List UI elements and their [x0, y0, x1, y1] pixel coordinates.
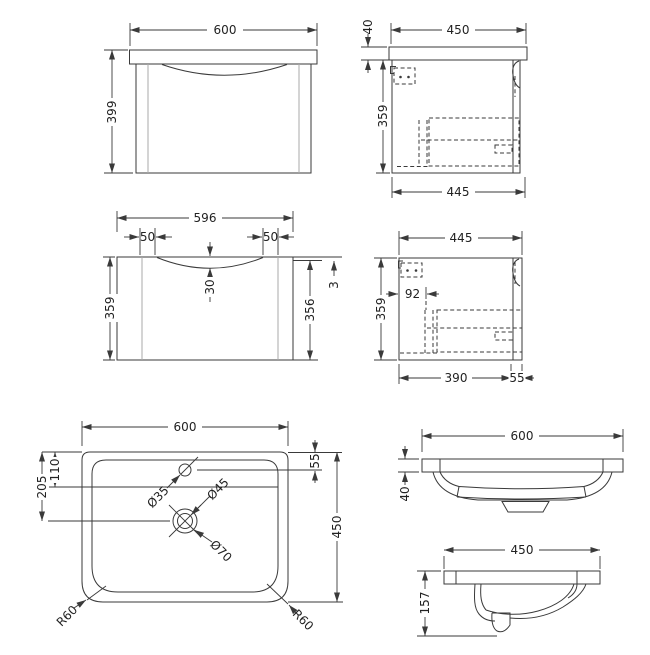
- basin-front-bowl: [432, 471, 613, 501]
- cabinet-side-body: [391, 59, 521, 174]
- dim-vanity-front-width: 600: [214, 23, 237, 37]
- dim-depth-front: 55: [509, 371, 524, 385]
- dim-basin-depth: 450: [330, 516, 344, 539]
- view-cabinet-front: 596 50 50 30 3 356 359: [102, 211, 342, 361]
- dim-height-back: 359: [103, 297, 117, 320]
- drawer-box-hidden: [428, 117, 520, 167]
- dim-left-margin: 50: [140, 230, 155, 244]
- dim-cabinet-side-height: 359: [376, 105, 390, 128]
- drawer-box-hidden: [436, 309, 523, 353]
- drawer-handle-profile: [512, 258, 521, 287]
- dim-tap-ledge: 110: [48, 459, 62, 482]
- dim-edge-height: 40: [398, 486, 412, 501]
- cabinet-side-panel: [398, 257, 523, 361]
- dim-basin-side-height: 157: [418, 592, 432, 615]
- cabinet-front-panel: [116, 256, 294, 361]
- dim-cabinet-side-height: 359: [374, 298, 388, 321]
- dim-waste-top-dia: Ø45: [204, 475, 231, 502]
- dim-basin-side-depth: 450: [511, 543, 534, 557]
- dim-tap-from-back: 55: [308, 453, 322, 468]
- basin-rim-outline: [81, 451, 289, 603]
- dim-cabinet-side-depth: 445: [450, 231, 473, 245]
- dim-cabinet-front-width: 596: [194, 211, 217, 225]
- worktop-front: [129, 49, 318, 65]
- bow-front-curve: [156, 257, 264, 269]
- wall-bracket-hook: [398, 260, 403, 269]
- basin-bowl-outline: [91, 459, 279, 593]
- wall-bracket-hook: [390, 66, 396, 74]
- wall-bracket-hidden: [393, 67, 416, 85]
- cabinet-front-body: [135, 63, 312, 174]
- dim-worktop-thickness: 40: [361, 19, 375, 34]
- view-basin-plan: 600 Ø35 Ø45 Ø70 R60 R60 110 205 55: [35, 420, 345, 633]
- tap-hole: [178, 463, 192, 477]
- dim-waste-centre: 205: [35, 476, 49, 499]
- dim-depth-back: 390: [445, 371, 468, 385]
- drawer-runner-hidden: [418, 120, 428, 167]
- dim-worktop-depth: 450: [447, 23, 470, 37]
- view-vanity-front: 600 399: [104, 22, 318, 174]
- waste-boss-front: [501, 501, 550, 513]
- dim-height-front: 356: [303, 299, 317, 322]
- dim-top-edge: 3: [327, 281, 341, 289]
- basin-side-underside: [509, 583, 587, 619]
- view-basin-front: 600 40: [398, 429, 624, 513]
- dim-vanity-front-height: 399: [105, 101, 119, 124]
- dim-bow-depth: 30: [203, 279, 217, 294]
- basin-side-wall-outer: [474, 583, 496, 622]
- handle-recess-curve: [161, 64, 288, 76]
- waste-boss-side: [491, 612, 511, 633]
- dim-cabinet-depth: 445: [447, 185, 470, 199]
- dim-bracket-offset: 92: [405, 287, 420, 301]
- worktop-side: [388, 46, 528, 61]
- view-vanity-side: 450 40 359 445: [361, 19, 528, 200]
- dim-basin-front-width: 600: [511, 429, 534, 443]
- waste-hole-bottom: [172, 508, 198, 534]
- drawer-handle-profile: [512, 60, 521, 89]
- drawer-runner-hidden: [424, 310, 434, 353]
- basin-front-rim: [421, 458, 624, 473]
- dim-basin-width: 600: [174, 420, 197, 434]
- view-cabinet-side: 445 92 359 390 55: [373, 231, 534, 385]
- waste-hole-top: [177, 513, 193, 529]
- dim-right-margin: 50: [263, 230, 278, 244]
- view-basin-side: 450 157: [417, 543, 601, 637]
- wall-bracket-hidden: [400, 262, 423, 278]
- basin-side-rim: [443, 570, 601, 585]
